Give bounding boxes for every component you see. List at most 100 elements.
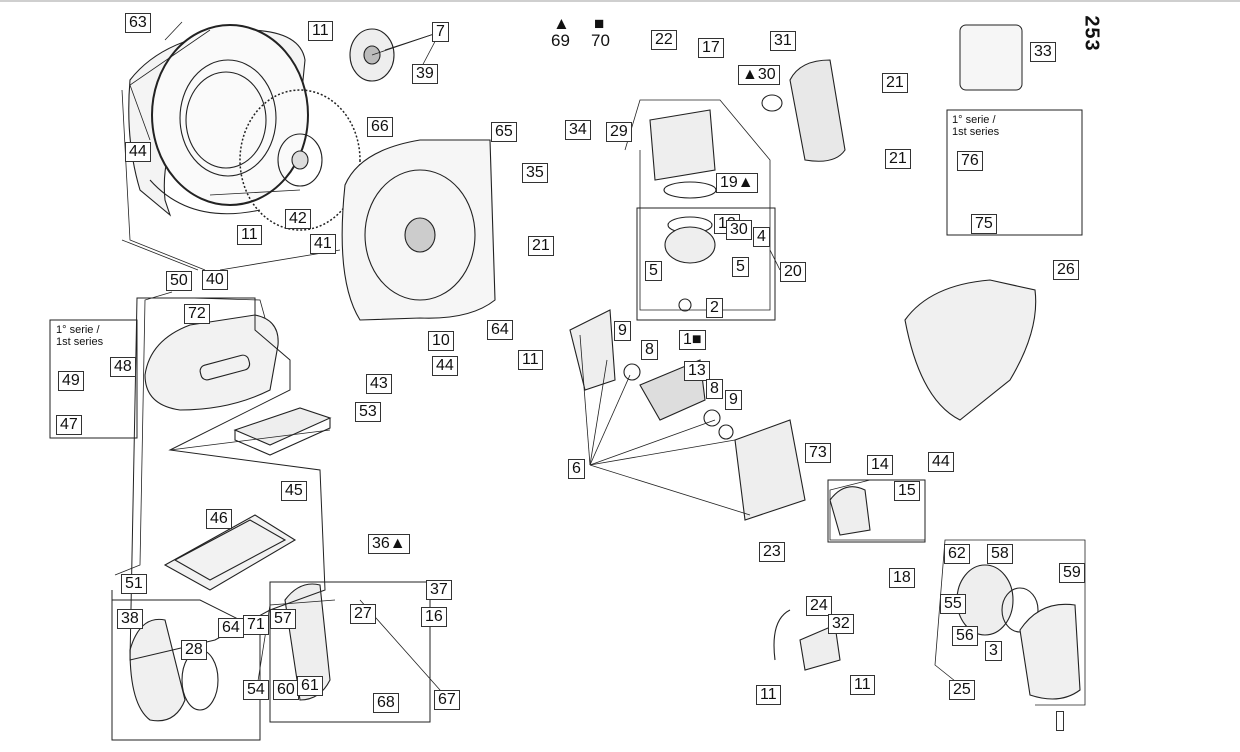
callout-label: 32 [828, 614, 854, 634]
callout-label: 2 [706, 298, 723, 318]
page-number: 253 [1080, 15, 1103, 52]
silencer-part [761, 59, 846, 162]
callout-label: 1■ [679, 330, 706, 350]
legend-symbol-square: ■ [594, 14, 605, 33]
callout-label: 3 [985, 641, 1002, 661]
callout-label: 20 [780, 262, 806, 282]
fan-impeller-part [239, 89, 361, 231]
callout-label: 15 [894, 481, 920, 501]
callout-label: 29 [606, 122, 632, 142]
engine-shroud-part [904, 279, 1037, 421]
callout-label: ▲30 [738, 65, 780, 85]
callout-label: 41 [310, 234, 336, 254]
callout-label: 22 [651, 30, 677, 50]
blower-casing-part [341, 139, 496, 321]
callout-label: 57 [270, 609, 296, 629]
callout-label: 43 [366, 374, 392, 394]
callout-label: 40 [202, 270, 228, 290]
callout-label: 7 [432, 22, 449, 42]
callout-label: 76 [957, 151, 983, 171]
callout-label: 27 [350, 604, 376, 624]
callout-label: 11 [308, 21, 333, 41]
callout-label: 53 [355, 402, 381, 422]
cylinder-part [649, 109, 717, 199]
callout-label: 36▲ [368, 534, 410, 554]
legend-symbol-triangle: ▲ [553, 14, 570, 33]
callout-label [1056, 711, 1064, 731]
callout-label: 30 [726, 220, 752, 240]
callout-label: 25 [949, 680, 975, 700]
callout-label: 72 [184, 304, 210, 324]
callout-label: 17 [698, 38, 724, 58]
ignition-part [829, 486, 871, 536]
callout-label: 65 [491, 122, 517, 142]
callout-label: 8 [641, 340, 658, 360]
callout-label: 71 [243, 615, 269, 635]
callout-label: 11 [237, 225, 262, 245]
callout-label: 58 [987, 544, 1013, 564]
callout-label: 34 [565, 120, 591, 140]
callout-label: 63 [125, 13, 151, 33]
inset-air-filter-1st-series [49, 319, 138, 439]
callout-label: 4 [753, 227, 770, 247]
callout-label: 46 [206, 509, 232, 529]
callout-label: 18 [889, 568, 915, 588]
muffler-part [284, 583, 331, 701]
callout-label: 31 [770, 31, 796, 51]
inset-muffler-group-67 [269, 581, 431, 723]
callout-label: 16 [421, 607, 447, 627]
crankcase-part [569, 309, 806, 521]
callout-label: 68 [373, 693, 399, 713]
inset-muffler-1st-series [946, 109, 1083, 236]
callout-label: 73 [805, 443, 831, 463]
callout-label: 44 [125, 142, 151, 162]
callout-label: 44 [928, 452, 954, 472]
callout-label: 26 [1053, 260, 1079, 280]
callout-label: 60 [273, 680, 299, 700]
callout-label: 48 [110, 357, 136, 377]
callout-label: 24 [806, 596, 832, 616]
blower-pipe-part [129, 618, 219, 722]
legend-code-69: 69 [551, 31, 570, 50]
callout-label: 75 [971, 214, 997, 234]
callout-label: 62 [944, 544, 970, 564]
callout-label: 19▲ [716, 173, 758, 193]
coil-part [773, 609, 841, 671]
callout-label: 44 [432, 356, 458, 376]
callout-label: 13 [684, 361, 710, 381]
callout-label: 39 [412, 64, 438, 84]
air-filter-cover-part [144, 314, 279, 411]
callout-label: 23 [759, 542, 785, 562]
callout-label: 54 [243, 680, 269, 700]
callout-label: 6 [568, 459, 585, 479]
callout-label: 51 [121, 574, 147, 594]
top-rule [0, 0, 1240, 2]
recoil-starter-part [956, 564, 1081, 700]
inset-ignition-box [827, 479, 926, 543]
callout-label: 64 [487, 320, 513, 340]
callout-label: 8 [706, 379, 723, 399]
callout-label: 21 [885, 149, 911, 169]
callout-label: 9 [725, 390, 742, 410]
cutout-33 [959, 24, 1023, 91]
callout-label: 21 [528, 236, 554, 256]
callout-label: 10 [428, 331, 454, 351]
callout-label: 38 [117, 609, 143, 629]
callout-label: 33 [1030, 42, 1056, 62]
leader-lines [114, 21, 1086, 706]
inset-note-muffler: 1° serie / 1st series [952, 114, 1000, 138]
callout-label: 50 [166, 271, 192, 291]
callout-label: 11 [850, 675, 875, 695]
callout-label: 45 [281, 481, 307, 501]
callout-label: 37 [426, 580, 452, 600]
callout-label: 5 [732, 257, 749, 277]
legend-code-70: 70 [591, 31, 610, 50]
callout-label: 47 [56, 415, 82, 435]
callout-label: 42 [285, 209, 311, 229]
inset-note-air-filter: 1° serie / 1st series [56, 324, 104, 348]
callout-label: 35 [522, 163, 548, 183]
callout-label: 59 [1059, 563, 1085, 583]
crankshaft-part [623, 359, 734, 440]
callout-label: 61 [297, 676, 323, 696]
